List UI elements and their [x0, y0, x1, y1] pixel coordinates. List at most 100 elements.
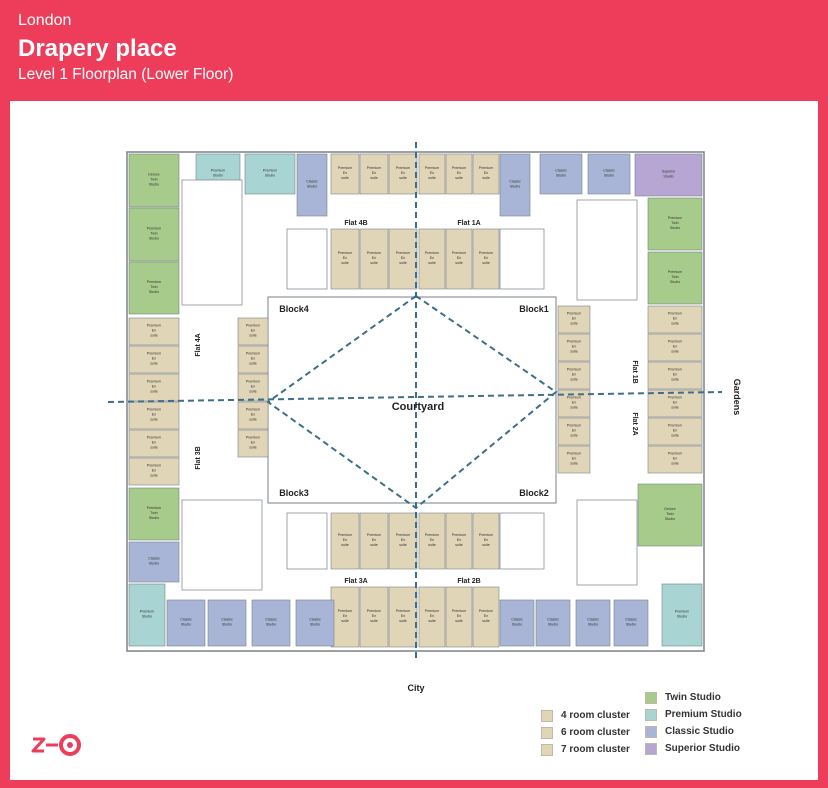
rooms-layer: DeluxeTwinStudioPremiumStudioPremiumStud…: [128, 153, 703, 648]
svg-text:Twin: Twin: [666, 512, 673, 516]
svg-text:En: En: [152, 469, 156, 473]
svg-text:Premium: Premium: [668, 396, 682, 400]
svg-text:suite: suite: [671, 378, 679, 382]
svg-text:Premium: Premium: [425, 533, 439, 537]
svg-text:En: En: [251, 413, 255, 417]
svg-text:suite: suite: [249, 446, 257, 450]
svg-text:Premium: Premium: [147, 506, 161, 510]
svg-text:suite: suite: [150, 418, 158, 422]
svg-text:Premium: Premium: [246, 436, 260, 440]
svg-text:suite: suite: [455, 543, 463, 547]
svg-text:Classic: Classic: [309, 618, 321, 622]
svg-text:Premium: Premium: [367, 609, 381, 613]
block4-label: Block4: [279, 304, 309, 314]
svg-text:En: En: [430, 171, 434, 175]
svg-text:En: En: [484, 256, 488, 260]
svg-text:suite: suite: [150, 474, 158, 478]
svg-text:Premium: Premium: [396, 609, 410, 613]
svg-text:En: En: [343, 538, 347, 542]
place-title: Drapery place: [18, 35, 177, 62]
svg-text:Premium: Premium: [147, 324, 161, 328]
svg-text:Studio: Studio: [265, 174, 275, 178]
svg-text:En: En: [457, 538, 461, 542]
svg-text:Premium: Premium: [396, 251, 410, 255]
svg-text:suite: suite: [399, 176, 407, 180]
svg-text:En: En: [673, 345, 677, 349]
legend-swatch: [541, 726, 553, 739]
svg-text:Premium: Premium: [675, 610, 689, 614]
svg-text:Classic: Classic: [306, 180, 318, 184]
svg-text:Studio: Studio: [512, 623, 522, 627]
svg-text:En: En: [152, 441, 156, 445]
svg-text:Studio: Studio: [604, 174, 614, 178]
svg-text:Classic: Classic: [587, 618, 599, 622]
cluster-legend: 4 room cluster 6 room cluster 7 room clu…: [541, 707, 630, 758]
svg-text:Studio: Studio: [670, 280, 680, 284]
svg-text:Studio: Studio: [556, 174, 566, 178]
legend-label: Superior Studio: [665, 743, 740, 754]
svg-text:Classic: Classic: [555, 169, 567, 173]
svg-text:En: En: [572, 345, 576, 349]
svg-text:Premium: Premium: [479, 251, 493, 255]
svg-text:Premium: Premium: [452, 609, 466, 613]
svg-text:Premium: Premium: [246, 352, 260, 356]
legend-swatch: [645, 691, 657, 704]
svg-text:En: En: [251, 357, 255, 361]
svg-text:En: En: [401, 614, 405, 618]
svg-text:suite: suite: [570, 378, 578, 382]
svg-text:Studio: Studio: [149, 237, 159, 241]
svg-text:suite: suite: [150, 390, 158, 394]
flat-3b-label: Flat 3B: [195, 446, 202, 469]
svg-text:Studio: Studio: [149, 290, 159, 294]
gardens-direction-label: Gardens: [732, 379, 742, 416]
legend-label: Premium Studio: [665, 709, 742, 720]
svg-text:Premium: Premium: [338, 251, 352, 255]
city-direction-label: City: [407, 683, 424, 693]
svg-text:En: En: [401, 256, 405, 260]
svg-text:suite: suite: [341, 176, 349, 180]
svg-text:En: En: [343, 171, 347, 175]
svg-text:Premium: Premium: [425, 166, 439, 170]
svg-text:Premium: Premium: [396, 166, 410, 170]
svg-text:En: En: [572, 401, 576, 405]
svg-text:suite: suite: [671, 434, 679, 438]
svg-text:suite: suite: [370, 261, 378, 265]
svg-text:En: En: [457, 614, 461, 618]
legend-swatch: [541, 709, 553, 722]
svg-text:En: En: [673, 429, 677, 433]
legend-item-6-room: 6 room cluster: [541, 724, 630, 741]
legend-label: 6 room cluster: [561, 727, 630, 738]
svg-text:Premium: Premium: [338, 166, 352, 170]
svg-text:Premium: Premium: [147, 352, 161, 356]
legend-label: 4 room cluster: [561, 710, 630, 721]
svg-text:En: En: [251, 329, 255, 333]
svg-text:Premium: Premium: [147, 408, 161, 412]
svg-text:En: En: [572, 373, 576, 377]
svg-text:Deluxe: Deluxe: [148, 173, 159, 177]
svg-text:Premium: Premium: [567, 452, 581, 456]
svg-text:Premium: Premium: [452, 251, 466, 255]
svg-text:Premium: Premium: [367, 251, 381, 255]
city-label: London: [18, 12, 72, 29]
